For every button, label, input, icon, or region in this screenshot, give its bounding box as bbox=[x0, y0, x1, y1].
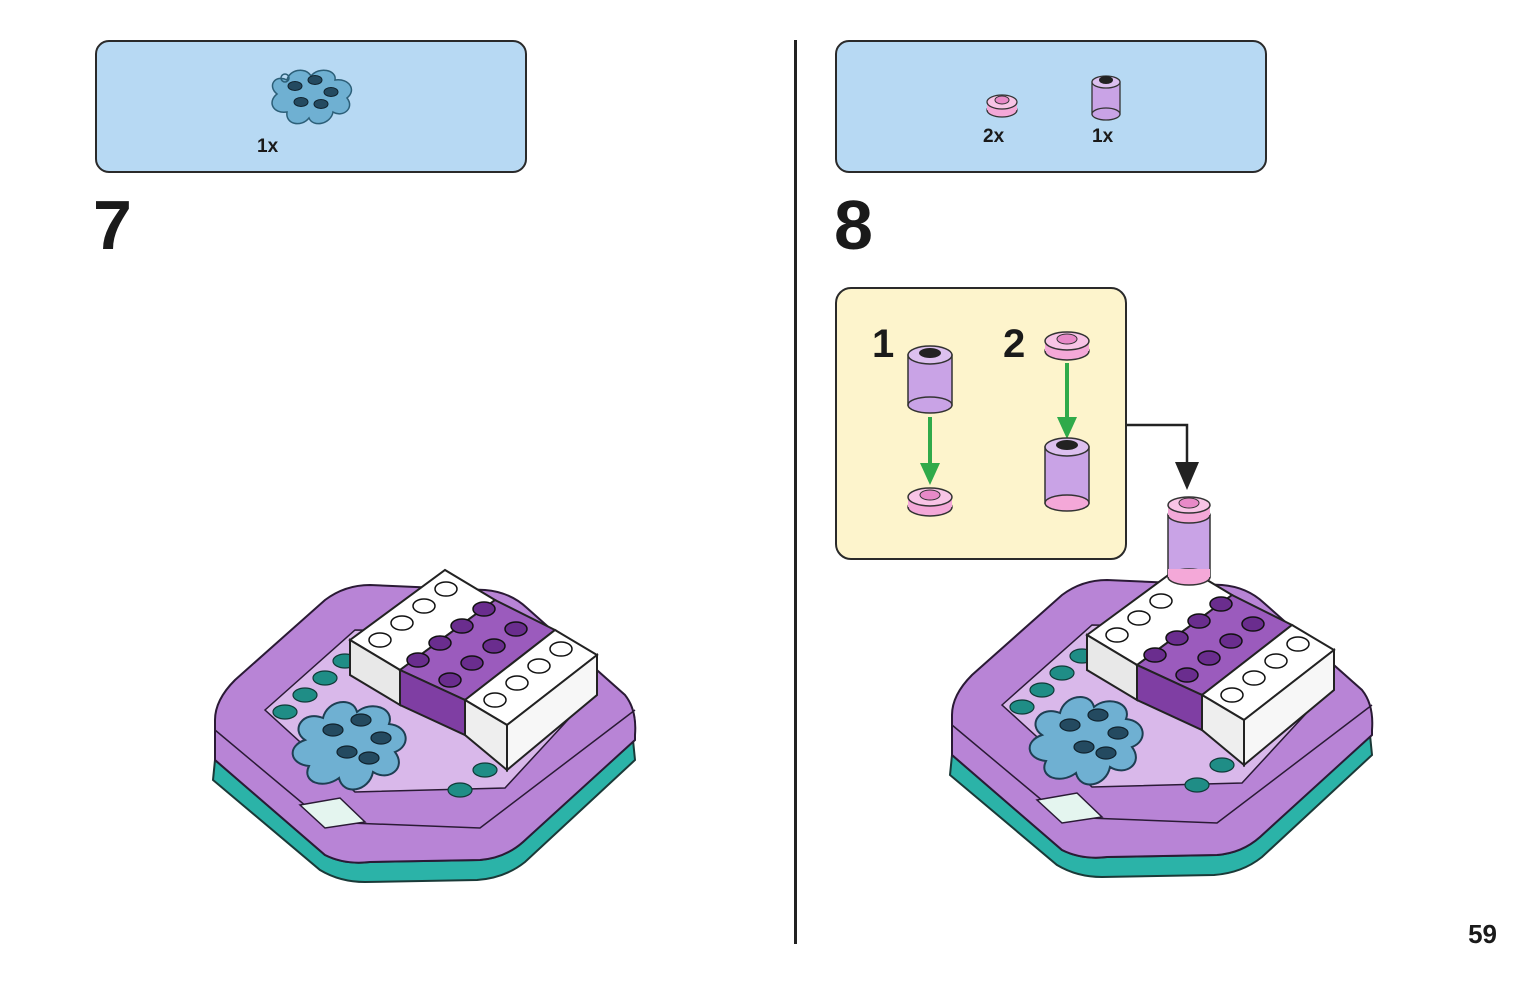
sub-step-1-number: 1 bbox=[872, 322, 895, 366]
page-number: 59 bbox=[1468, 919, 1497, 949]
sub-step-2-illustration bbox=[1044, 331, 1090, 512]
sub-step-2-number: 2 bbox=[1003, 322, 1026, 366]
page-divider bbox=[794, 40, 797, 944]
callout-pointer-arrow bbox=[1127, 423, 1199, 490]
round-plate-icon bbox=[986, 94, 1018, 118]
step-8-number: 8 bbox=[834, 186, 873, 264]
round-plate-qty: 2x bbox=[983, 126, 1005, 147]
round-brick-icon bbox=[1091, 75, 1121, 121]
step-7-number: 7 bbox=[93, 186, 132, 264]
step-8-model-illustration bbox=[948, 496, 1374, 879]
step-8-parts-box: 2x 1x bbox=[835, 40, 1267, 173]
sub-step-1-illustration bbox=[907, 345, 953, 517]
round-brick-qty: 1x bbox=[1092, 126, 1114, 147]
step-7-parts-box: 1x bbox=[95, 40, 527, 173]
step-7-model-illustration bbox=[211, 568, 637, 884]
flower-plate-qty: 1x bbox=[257, 136, 279, 157]
flower-plate-icon bbox=[271, 69, 353, 125]
sub-assembly-callout: 1 2 bbox=[835, 287, 1127, 560]
